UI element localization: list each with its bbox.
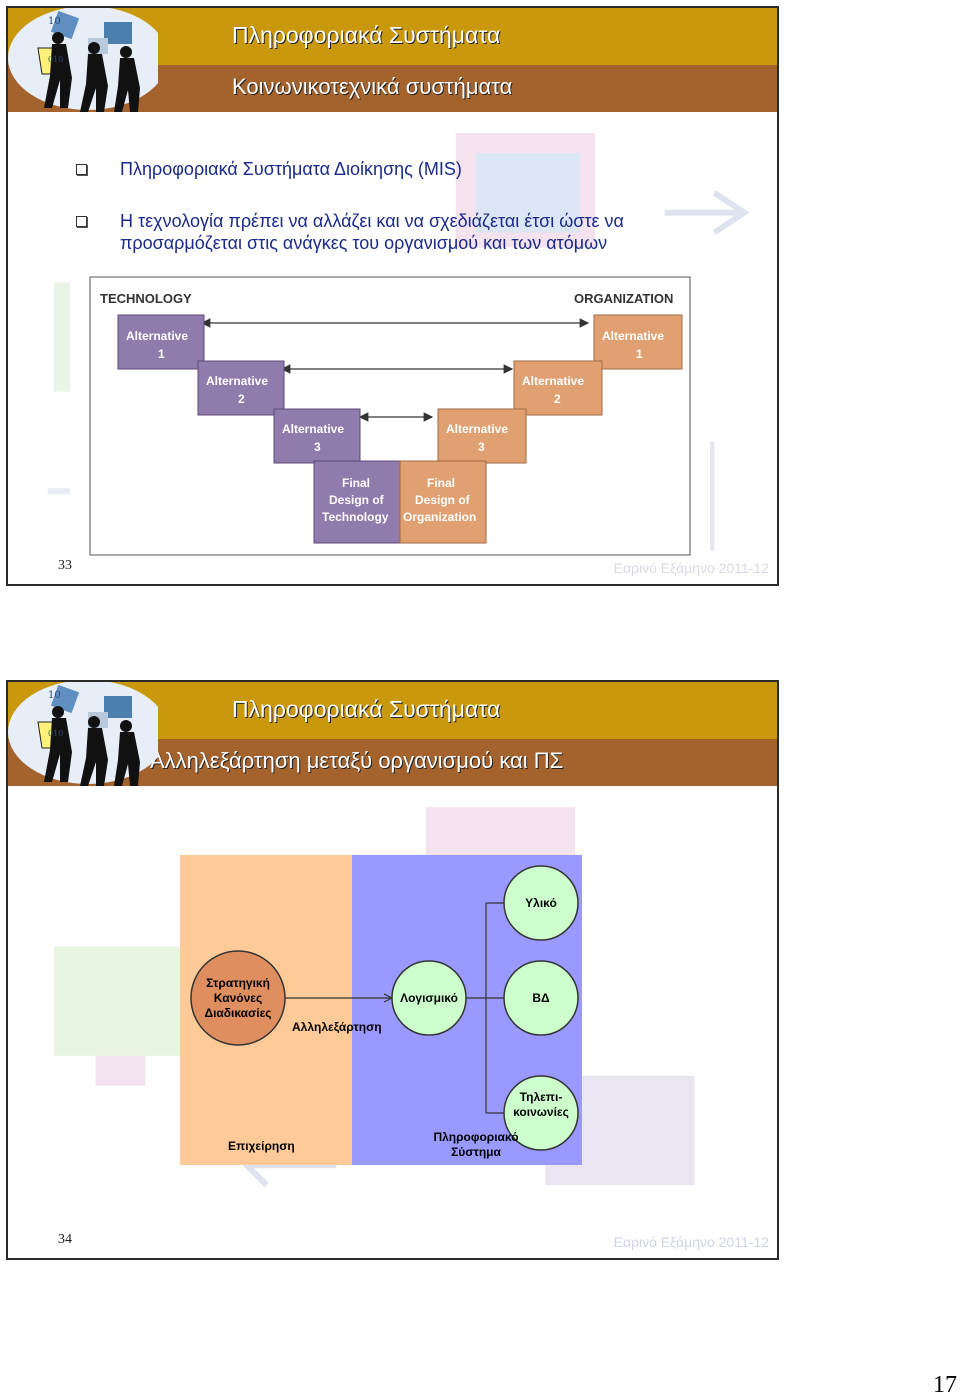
checkbox-bullet-icon — [76, 216, 87, 227]
org-alternative-3: Alternative 3 — [437, 408, 527, 464]
svg-text:3: 3 — [478, 440, 485, 454]
slide-title: Πληροφοριακά Συστήματα — [232, 22, 501, 48]
final-design-organization: Final Design of Organization — [399, 460, 487, 544]
business-people-logo-icon: 10 010 — [8, 682, 158, 786]
semester-label: Εαρινό Εξάμηνο 2011-12 — [613, 560, 769, 576]
strategy-node: Στρατηγική Κανόνες Διαδικασίες — [190, 950, 286, 1046]
slide-34: Πληροφοριακά Συστήματα Αλληλεξάρτηση μετ… — [6, 680, 779, 1260]
svg-text:Alternative: Alternative — [522, 374, 584, 388]
slide-title: Πληροφοριακά Συστήματα — [232, 696, 501, 722]
svg-text:Alternative: Alternative — [446, 422, 508, 436]
final-design-technology: Final Design of Technology — [313, 460, 401, 544]
svg-text:2: 2 — [554, 392, 561, 406]
telecom-node: Τηλεπι- κοινωνίες — [503, 1075, 579, 1151]
tech-alternative-1: Alternative 1 — [117, 314, 205, 370]
page-number: 17 — [933, 1372, 957, 1398]
technology-heading: TECHNOLOGY — [100, 291, 192, 306]
tech-alternative-2: Alternative 2 — [197, 360, 285, 416]
business-label: Επιχείρηση — [228, 1139, 295, 1153]
svg-text:1: 1 — [158, 347, 165, 361]
slide-subtitle: Κοινωνικοτεχνικά συστήματα — [232, 74, 513, 99]
svg-text:Final: Final — [342, 476, 370, 490]
svg-text:Υλικό: Υλικό — [525, 896, 557, 910]
sociotechnical-design-diagram: TECHNOLOGY ORGANIZATION Alternative 1 Al… — [70, 265, 710, 559]
svg-text:10: 10 — [48, 16, 61, 27]
slide-33: Πληροφοριακά Συστήματα Κοινωνικοτεχνικά … — [6, 6, 779, 586]
svg-text:Alternative: Alternative — [602, 329, 664, 343]
svg-text:Alternative: Alternative — [126, 329, 188, 343]
tech-alternative-3: Alternative 3 — [273, 408, 361, 464]
svg-text:010: 010 — [48, 729, 63, 738]
slide-number: 33 — [58, 558, 72, 573]
svg-text:Organization: Organization — [403, 510, 476, 524]
svg-text:Στρατηγική: Στρατηγική — [206, 976, 270, 990]
slide-subtitle: Αλληλεξάρτηση μεταξύ οργανισμού και ΠΣ — [150, 748, 564, 773]
svg-text:Alternative: Alternative — [282, 422, 344, 436]
hardware-node: Υλικό — [503, 865, 579, 941]
semester-label: Εαρινό Εξάμηνο 2011-12 — [613, 1234, 769, 1250]
software-node: Λογισμικό — [391, 960, 467, 1036]
svg-text:Κανόνες: Κανόνες — [214, 991, 262, 1005]
organization-heading: ORGANIZATION — [574, 291, 673, 306]
svg-text:Alternative: Alternative — [206, 374, 268, 388]
svg-text:10: 10 — [48, 690, 61, 701]
svg-text:010: 010 — [48, 55, 63, 64]
svg-text:Διαδικασίες: Διαδικασίες — [204, 1006, 271, 1020]
org-alternative-1: Alternative 1 — [593, 314, 683, 370]
svg-text:Final: Final — [427, 476, 455, 490]
database-node: ΒΔ — [503, 960, 579, 1036]
checkbox-bullet-icon — [76, 164, 87, 175]
svg-text:Technology: Technology — [322, 510, 389, 524]
svg-text:2: 2 — [238, 392, 245, 406]
svg-text:ΒΔ: ΒΔ — [532, 991, 550, 1005]
svg-text:3: 3 — [314, 440, 321, 454]
svg-text:Λογισμικό: Λογισμικό — [400, 991, 458, 1005]
information-system-label-line2: Σύστημα — [451, 1145, 501, 1159]
svg-text:Design of: Design of — [329, 493, 385, 507]
svg-text:1: 1 — [636, 347, 643, 361]
slide-number: 34 — [58, 1232, 72, 1247]
information-system-label-line1: Πληροφοριακό — [433, 1130, 518, 1144]
business-people-logo-icon: 10 010 — [8, 8, 158, 112]
interdependence-label: Αλληλεξάρτηση — [292, 1020, 382, 1034]
org-alternative-2: Alternative 2 — [513, 360, 603, 416]
interdependence-diagram: Υλικό Λογισμικό ΒΔ Τηλεπι- κοινωνίες Στρ… — [180, 855, 582, 1165]
svg-text:κοινωνίες: κοινωνίες — [513, 1105, 569, 1119]
svg-text:Τηλεπι-: Τηλεπι- — [520, 1090, 563, 1104]
svg-text:Design of: Design of — [415, 493, 471, 507]
